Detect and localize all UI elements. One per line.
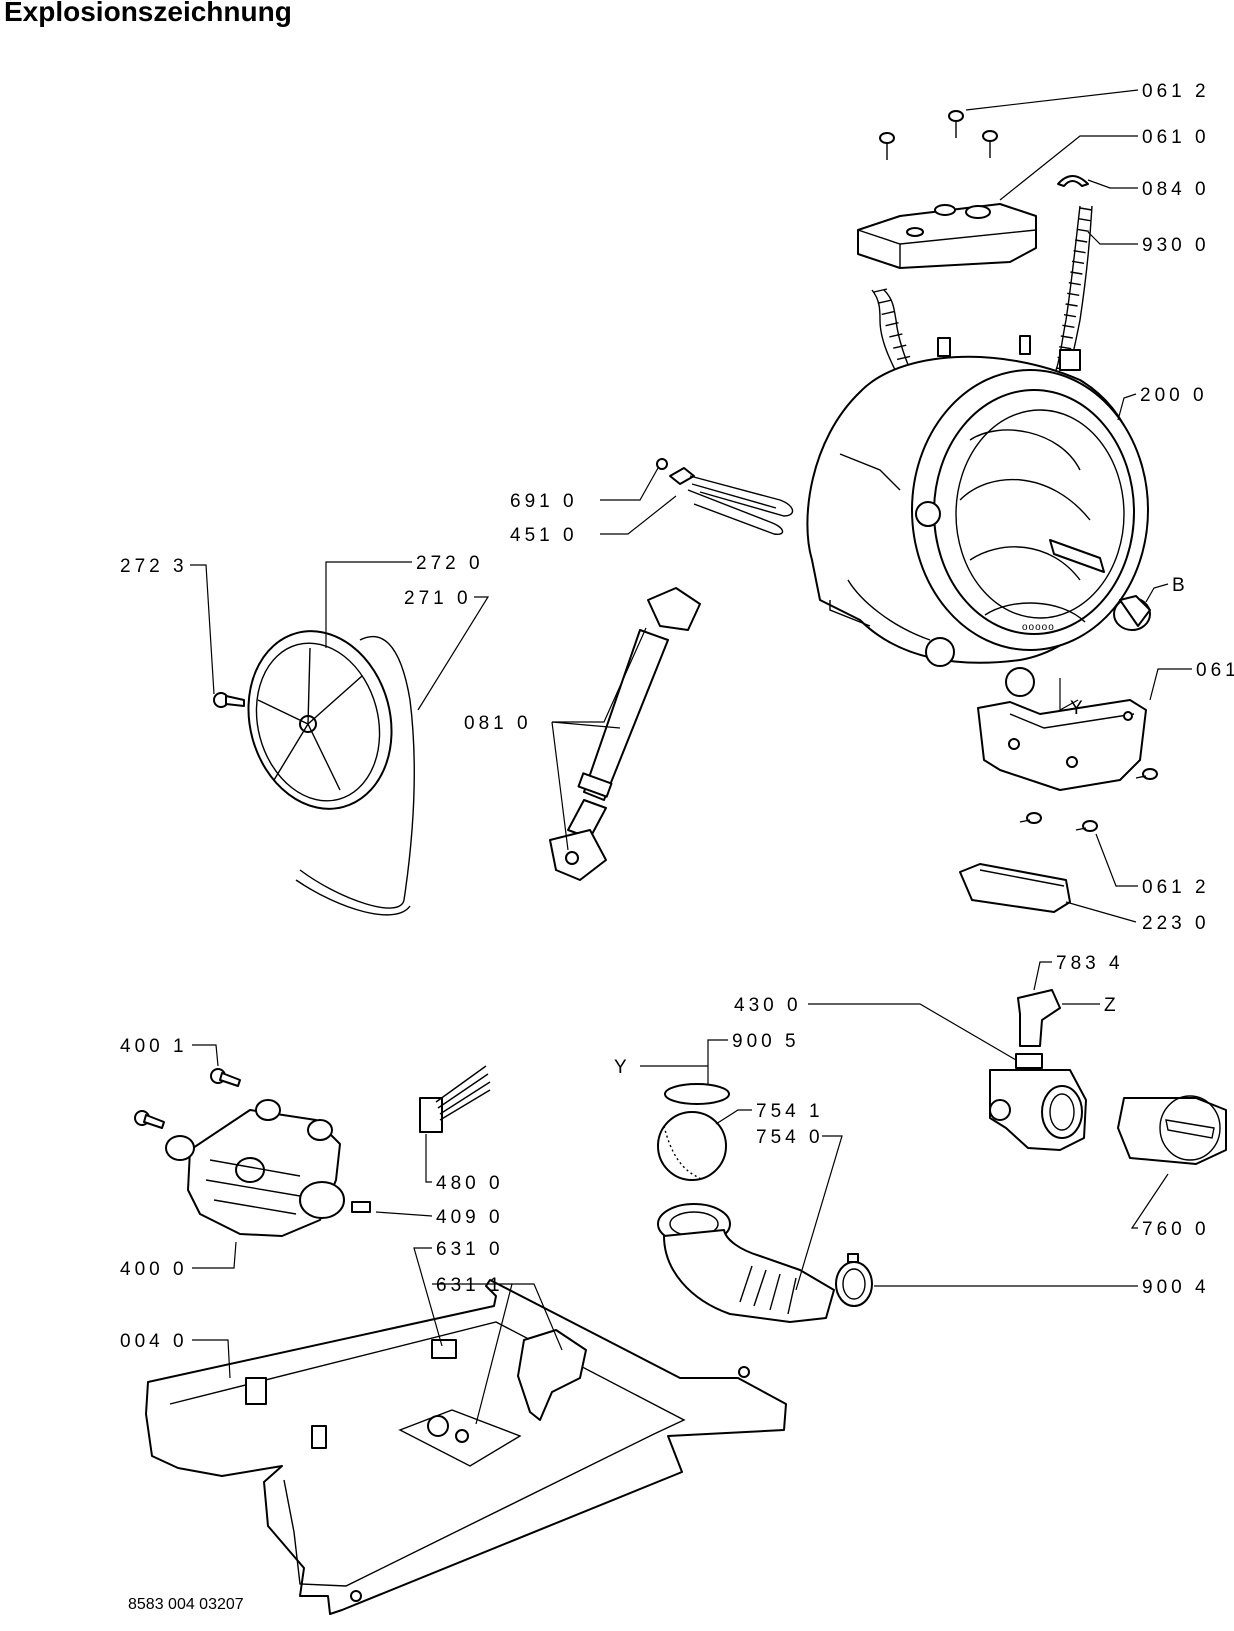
pulley-2720 [247, 630, 393, 810]
callout-4800: 480 0 [436, 1173, 504, 1194]
elbow-7834 [1017, 989, 1061, 1047]
callout-2710: 271 0 [404, 588, 472, 609]
callout-0810: 081 0 [464, 713, 532, 734]
heater-4510 [656, 458, 794, 536]
callout-0612-top: 061 2 [1142, 81, 1210, 102]
callout-4300: 430 0 [734, 995, 802, 1016]
callout-Y-valve: Y [614, 1057, 631, 1078]
counterweight-top [857, 203, 1037, 269]
pump-filter-7600 [1117, 1095, 1227, 1165]
spring-right-9300 [1055, 205, 1093, 371]
sump-hose-7540 [657, 1203, 835, 1323]
page-title: Explosionszeichnung [4, 0, 292, 27]
front-weight-2230 [959, 863, 1071, 913]
callout-0840: 084 0 [1142, 179, 1210, 200]
callout-9005: 900 5 [732, 1031, 800, 1052]
callout-B: B [1172, 575, 1189, 596]
callout-4001: 400 1 [120, 1036, 188, 1057]
screw-2723 [213, 692, 245, 708]
screw-0612-top [879, 110, 998, 160]
callout-0612-mid: 061 2 [1142, 877, 1210, 898]
callout-2000: 200 0 [1140, 385, 1208, 406]
bracket-6311 [517, 1329, 587, 1421]
screws-0612-mid [1019, 768, 1158, 832]
clamp-9004 [835, 1253, 873, 1307]
callout-4000: 400 0 [120, 1259, 188, 1280]
screws-4001 [134, 1068, 241, 1129]
leader-lines [190, 89, 1192, 1425]
callout-labels: 061 2 061 0 084 0 930 0 200 0 691 0 451 … [120, 81, 1234, 1352]
document-number: 8583 004 03207 [128, 1596, 244, 1613]
sensor-6910 [656, 458, 668, 470]
motor-4000 [165, 1099, 345, 1237]
svg-text:ooooo: ooooo [1022, 622, 1055, 633]
clip-0840 [1057, 175, 1089, 187]
callout-6910: 691 0 [510, 491, 578, 512]
pump-housing-4300 [989, 1053, 1087, 1151]
base-frame-0040 [145, 1279, 787, 1615]
callout-6311: 631 1 [436, 1275, 504, 1296]
connector-4800 [419, 1065, 491, 1133]
callout-0611: 061 1 [1196, 660, 1234, 681]
belt-2710 [299, 636, 415, 909]
callout-6310: 631 0 [436, 1239, 504, 1260]
callout-7600: 760 0 [1142, 1219, 1210, 1240]
callout-9004: 900 4 [1142, 1277, 1210, 1298]
clip-4090 [351, 1201, 371, 1213]
sensor-6310 [431, 1339, 457, 1359]
counterweight-bottom-0611 [977, 699, 1147, 791]
shock-absorber-0810 [549, 587, 701, 881]
callout-2720: 272 0 [416, 553, 484, 574]
callout-2723: 272 3 [120, 556, 188, 577]
callout-0040: 004 0 [120, 1331, 188, 1352]
callout-4090: 409 0 [436, 1207, 504, 1228]
callout-Y-drum: Y [1070, 698, 1087, 719]
callout-9300: 930 0 [1142, 235, 1210, 256]
seal-ring-9005 [664, 1083, 730, 1105]
callout-7541: 754 1 [756, 1101, 824, 1122]
callout-4510: 451 0 [510, 525, 578, 546]
callout-Z: Z [1104, 995, 1120, 1016]
callout-7540: 754 0 [756, 1127, 824, 1148]
callout-0610: 061 0 [1142, 127, 1210, 148]
callout-2230: 223 0 [1142, 913, 1210, 934]
ball-valve-7541 [657, 1111, 727, 1181]
callout-7834: 783 4 [1056, 953, 1124, 974]
tub-assembly-2000: ooooo [806, 335, 1151, 697]
